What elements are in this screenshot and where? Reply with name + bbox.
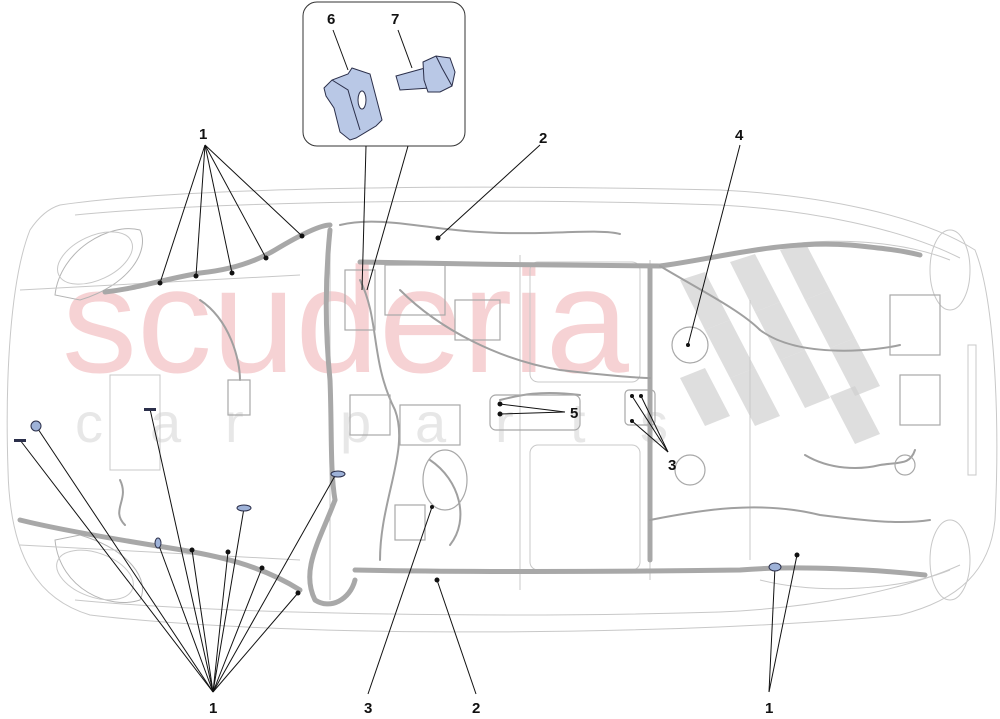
callout-4: 4: [735, 127, 744, 144]
watermark-subtitle: c a r p a r t s: [75, 391, 668, 454]
callout-1-bottom-right: 1: [765, 700, 773, 717]
callout-2-top: 2: [539, 130, 547, 147]
svg-text:a: a: [150, 391, 182, 454]
callout-2-bottom: 2: [472, 700, 480, 717]
svg-text:p: p: [340, 391, 371, 454]
fixing-points: [14, 233, 800, 596]
callout-3-right: 3: [668, 457, 676, 474]
svg-text:a: a: [415, 391, 447, 454]
leader-lines: [19, 29, 798, 695]
callout-labels: 1 2 4 5 3 6 7 1 3 2 1: [199, 11, 773, 717]
svg-text:c: c: [75, 391, 103, 454]
callout-6: 6: [327, 11, 335, 28]
callout-1-top: 1: [199, 126, 207, 143]
callout-5: 5: [570, 405, 578, 422]
detail-inset: [302, 1, 466, 147]
svg-text:t: t: [570, 391, 586, 454]
callout-7: 7: [391, 11, 399, 28]
callout-3-bottom: 3: [364, 700, 372, 717]
callout-1-bottom-left: 1: [209, 700, 217, 717]
checkered-flag-watermark: [680, 242, 880, 444]
svg-text:r: r: [225, 391, 244, 454]
clip-nut-part: [323, 67, 383, 141]
watermark-brand: scuderia: [62, 236, 630, 404]
flange-bolt-part: [395, 55, 456, 93]
grommet-marker: [30, 420, 42, 432]
svg-text:r: r: [495, 391, 514, 454]
